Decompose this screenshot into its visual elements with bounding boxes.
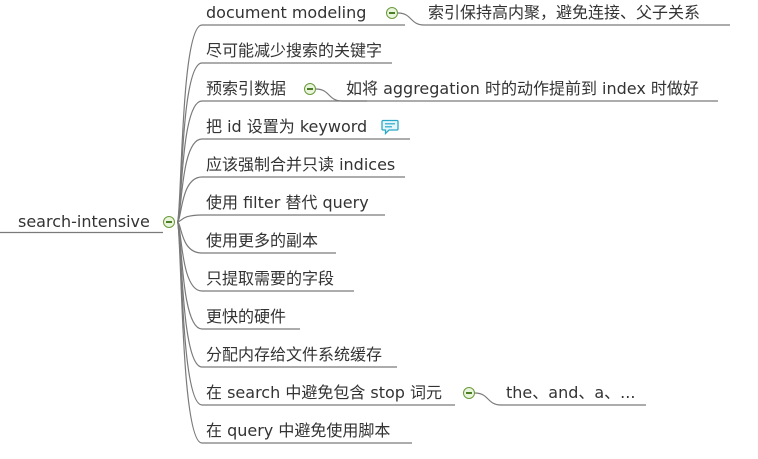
branch-node-filesystem-cache[interactable]: 分配内存给文件系统缓存 xyxy=(206,345,383,364)
branch-connector xyxy=(176,221,412,444)
leaf-node-stop-words-examples[interactable]: the、and、a、... xyxy=(506,383,636,402)
root-node-label[interactable]: search-intensive xyxy=(18,212,150,231)
branch-document-modeling-collapse-minus-icon[interactable] xyxy=(386,7,398,19)
branch-node-filter-instead-of-query[interactable]: 使用 filter 替代 query xyxy=(206,193,369,212)
branch-connector xyxy=(176,214,385,223)
leaf-node-preindex-detail[interactable]: 如将 aggregation 时的动作提前到 index 时做好 xyxy=(346,79,699,98)
branch-node-avoid-stop-words[interactable]: 在 search 中避免包含 stop 词元 xyxy=(206,383,443,402)
leaf-connector xyxy=(474,392,646,406)
branch-node-more-replicas[interactable]: 使用更多的副本 xyxy=(206,231,319,250)
root-collapse-minus-icon[interactable] xyxy=(163,216,175,228)
branch-node-reduce-keywords[interactable]: 尽可能减少搜索的关键字 xyxy=(206,41,383,60)
leaf-node-document-modeling-detail[interactable]: 索引保持高内聚，避免连接、父子关系 xyxy=(428,3,701,22)
branch-node-fetch-needed-fields[interactable]: 只提取需要的字段 xyxy=(206,269,335,288)
branch-node-faster-hardware[interactable]: 更快的硬件 xyxy=(206,307,287,326)
branch-preindex-collapse-minus-icon[interactable] xyxy=(304,83,316,95)
branch-node-avoid-scripts[interactable]: 在 query 中避免使用脚本 xyxy=(206,421,391,440)
branch-node-id-as-keyword[interactable]: 把 id 设置为 keyword xyxy=(206,117,368,136)
leaf-connector xyxy=(397,12,730,26)
branch-node-document-modeling[interactable]: document modeling xyxy=(206,3,367,22)
branch-connector xyxy=(176,176,405,223)
branch-stop-words-collapse-minus-icon[interactable] xyxy=(463,387,475,399)
branch-node-force-merge[interactable]: 应该强制合并只读 indices xyxy=(206,155,396,174)
branch-node-preindex-data[interactable]: 预索引数据 xyxy=(206,79,287,98)
comment-note-icon[interactable] xyxy=(381,119,399,135)
leaf-connector xyxy=(315,88,718,102)
